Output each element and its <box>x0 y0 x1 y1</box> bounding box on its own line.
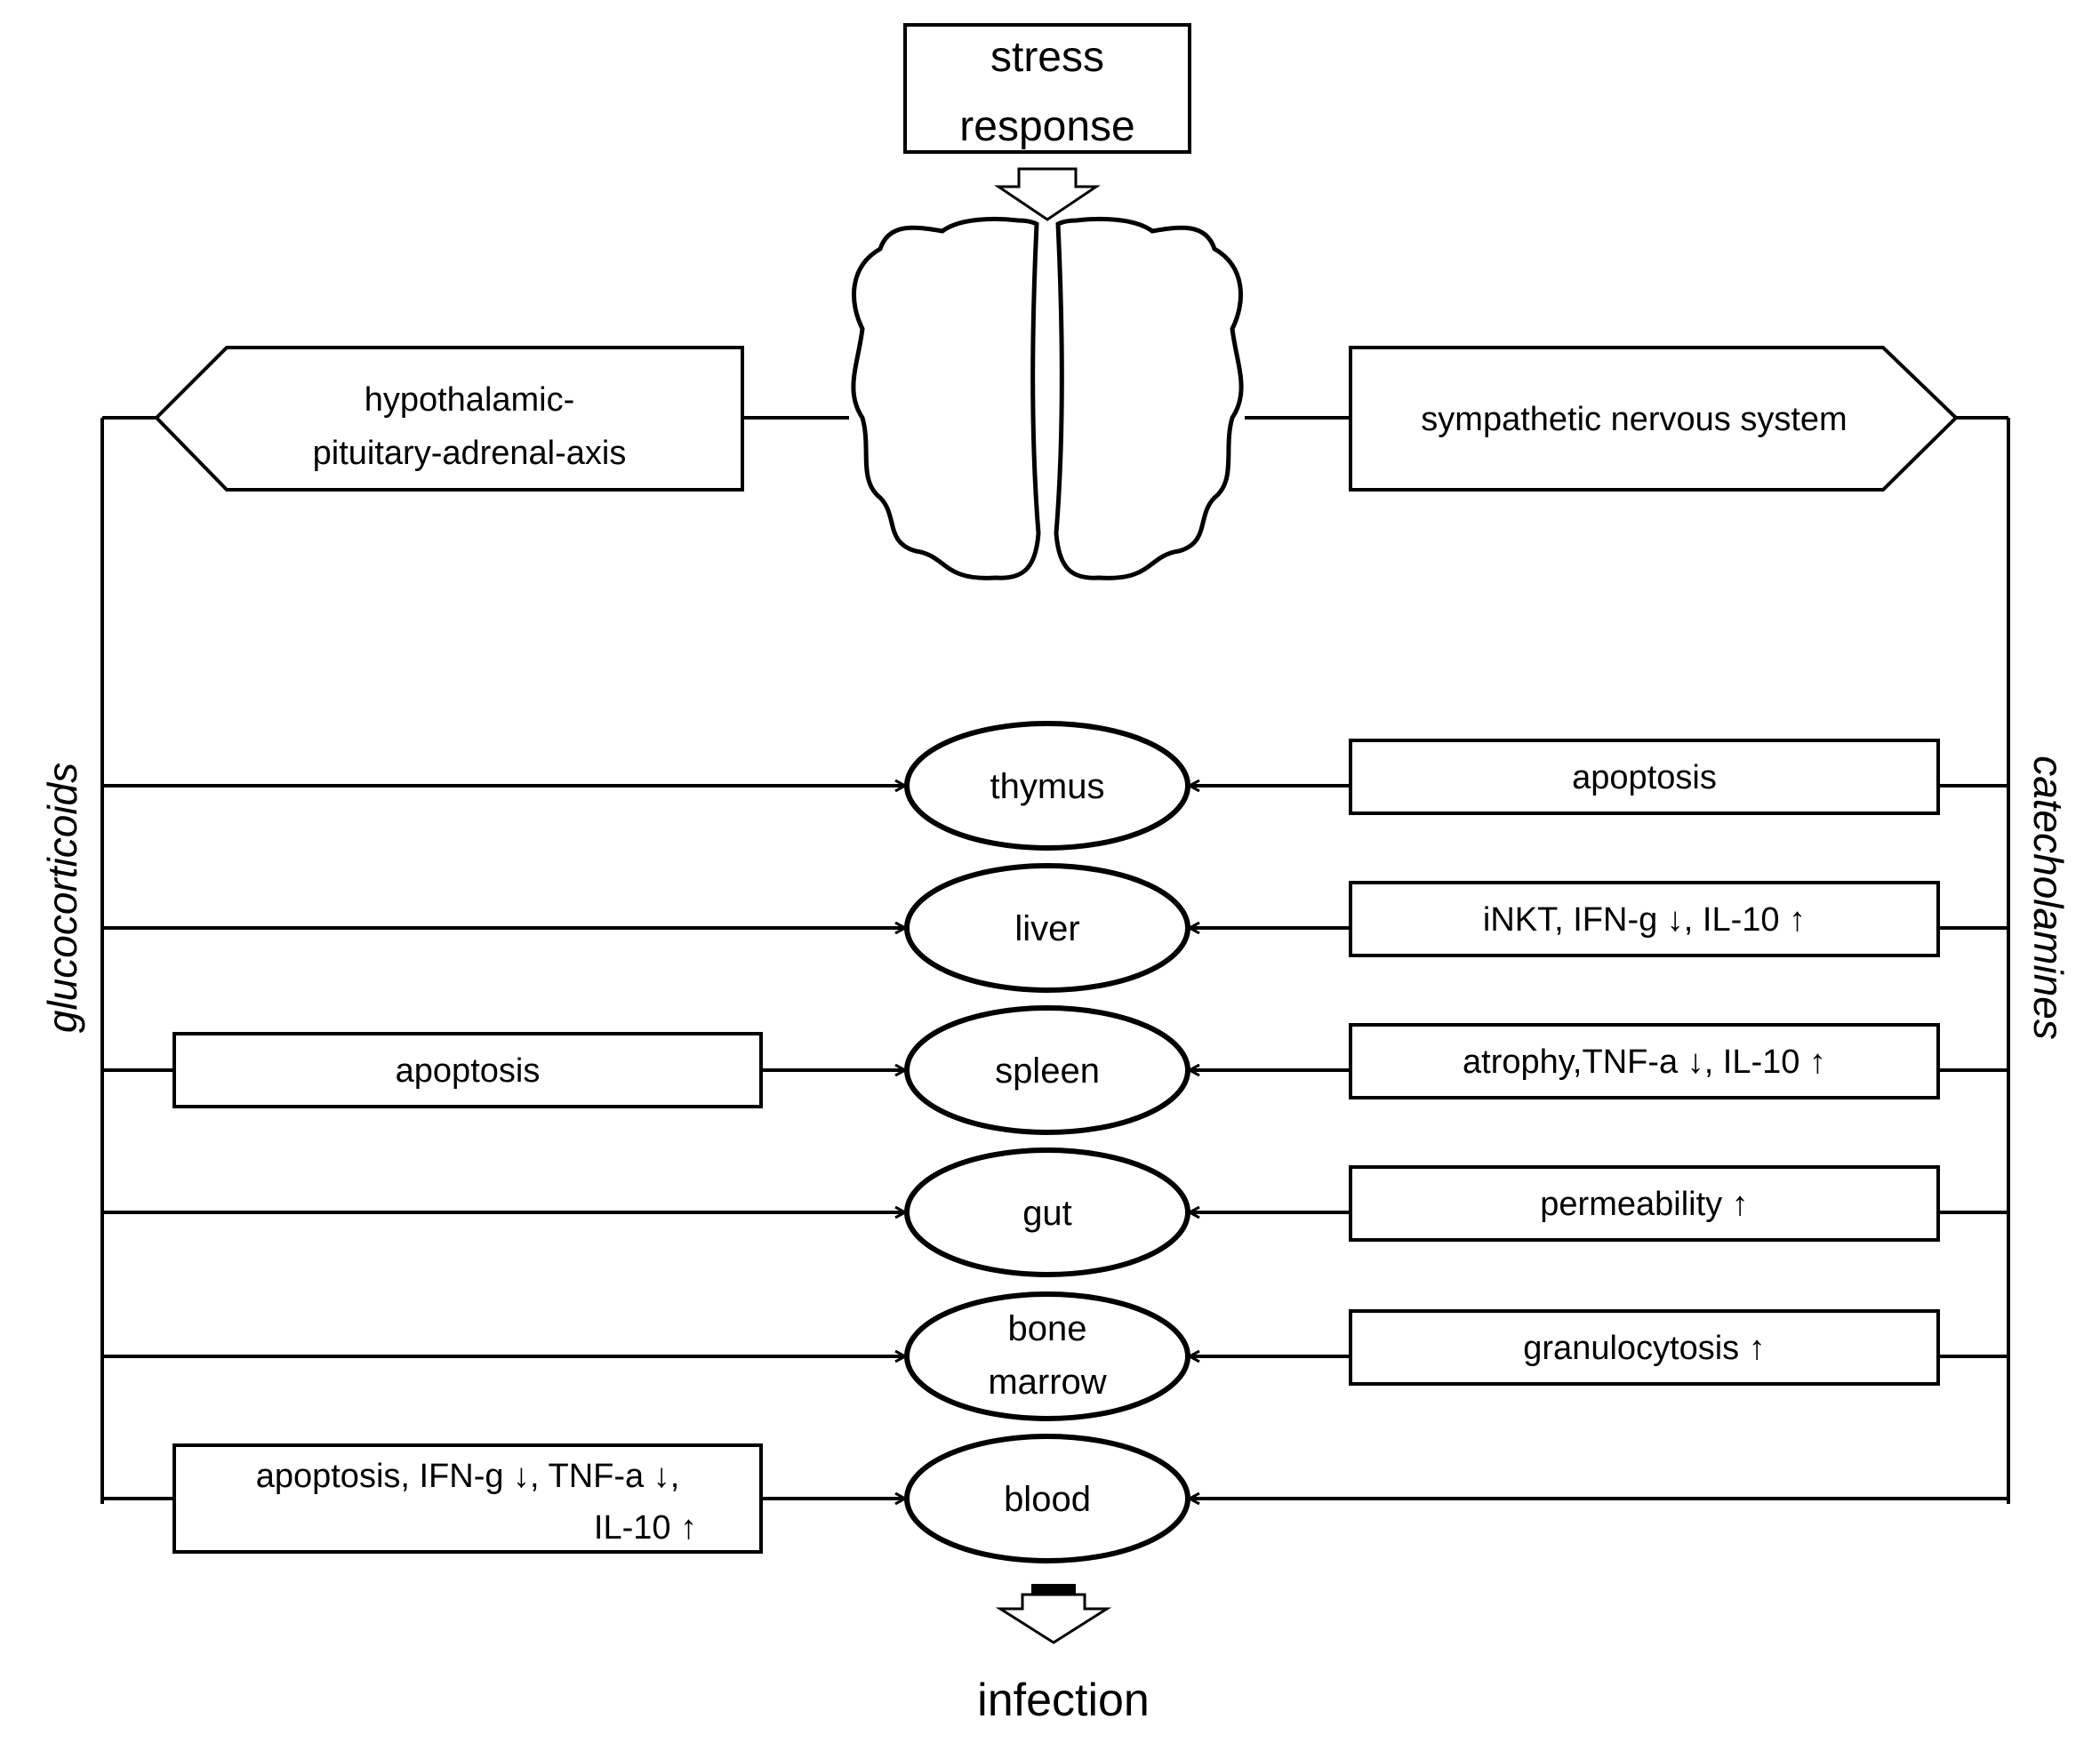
organ-label-gut: gut <box>1022 1194 1072 1233</box>
brain-icon <box>851 216 1244 580</box>
organ-row-spleen: apoptosis spleen atrophy,TNF-a ↓, IL-10 ↑ <box>102 1005 2008 1135</box>
organ-label-thymus: thymus <box>990 767 1105 806</box>
right-effect-box-spleen <box>1349 1023 1940 1099</box>
stress-response-line-1: stress <box>990 34 1104 81</box>
organ-rows: thymus apoptosis liver iNKT, IFN-g ↓, IL-10… <box>102 721 2008 1563</box>
right-effect-text-spleen: atrophy,TNF-a ↓, IL-10 ↑ <box>1463 1043 1826 1081</box>
hpa-axis-line-1: hypothalamic- <box>365 381 575 419</box>
stress-response-box <box>903 23 1191 154</box>
hpa-axis-line-2: pituitary-adrenal-axis <box>313 435 627 472</box>
right-effect-box-liver <box>1349 881 1940 957</box>
left-effect-text-blood-2: IL-10 ↑ <box>594 1509 697 1547</box>
left-effect-text-spleen: apoptosis <box>396 1052 541 1090</box>
sns-box <box>1349 346 1959 492</box>
infection-arrow-cap <box>1031 1584 1076 1595</box>
right-effect-text-thymus: apoptosis <box>1572 759 1717 796</box>
stress-response-line-2: response <box>959 103 1134 150</box>
organ-label-spleen: spleen <box>995 1051 1100 1091</box>
organ-row-thymus: thymus apoptosis <box>102 721 2008 851</box>
catecholamines-label: catecholamines <box>2025 756 2072 1040</box>
organ-label-bone-marrow-1: bone <box>1008 1309 1087 1348</box>
right-effect-box-thymus <box>1349 739 1940 815</box>
organ-row-liver: liver iNKT, IFN-g ↓, IL-10 ↑ <box>102 863 2008 993</box>
right-effect-text-liver: iNKT, IFN-g ↓, IL-10 ↑ <box>1483 901 1806 939</box>
glucocorticoids-label: glucocorticoids <box>39 763 85 1033</box>
organ-row-bone-marrow: bone marrow granulocytosis ↑ <box>102 1291 2008 1421</box>
infection-label: infection <box>977 1675 1150 1726</box>
right-effect-box-bone-marrow <box>1349 1309 1940 1386</box>
sns-label: sympathetic nervous system <box>1421 401 1847 438</box>
down-block-arrow <box>994 167 1101 221</box>
organ-label-bone-marrow-2: marrow <box>988 1363 1106 1402</box>
right-effect-box-gut <box>1349 1165 1940 1242</box>
organ-label-liver: liver <box>1014 909 1079 948</box>
organ-row-gut: gut permeability ↑ <box>102 1147 2008 1277</box>
right-effect-text-gut: permeability ↑ <box>1540 1186 1748 1223</box>
organ-label-blood: blood <box>1004 1480 1091 1519</box>
organ-row-blood: apoptosis, IFN-g ↓, TNF-a ↓, IL-10 ↑ blood <box>102 1434 2008 1563</box>
right-effect-text-bone-marrow: granulocytosis ↑ <box>1523 1330 1765 1367</box>
infection-arrow <box>995 1593 1112 1644</box>
left-effect-box-blood <box>172 1443 763 1554</box>
left-effect-text-blood-1: apoptosis, IFN-g ↓, TNF-a ↓, <box>256 1458 680 1495</box>
